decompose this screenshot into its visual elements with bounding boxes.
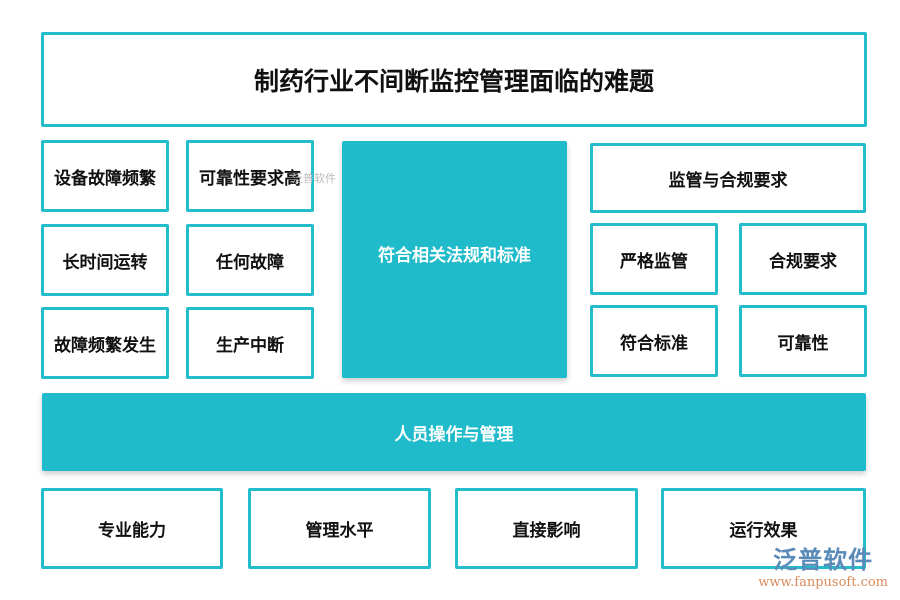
node-right-3: 符合标准 <box>590 305 718 377</box>
watermark-name: 泛普软件 <box>773 546 874 574</box>
node-left-4: 可靠性要求高 <box>186 140 314 212</box>
node-left-3: 故障频繁发生 <box>41 307 169 379</box>
center-node: 符合相关法规和标准 <box>342 141 567 378</box>
band-node: 人员操作与管理 <box>42 393 866 471</box>
node-bottom-3: 直接影响 <box>455 488 638 569</box>
faint-watermark: 泛普软件 <box>292 172 336 185</box>
node-right-4: 可靠性 <box>739 305 867 377</box>
node-bottom-1: 专业能力 <box>41 488 223 569</box>
node-left-5: 任何故障 <box>186 224 314 296</box>
node-bottom-4: 运行效果 <box>661 488 866 569</box>
node-bottom-2: 管理水平 <box>248 488 431 569</box>
node-left-6: 生产中断 <box>186 307 314 379</box>
page-title: 制药行业不间断监控管理面临的难题 <box>41 32 867 127</box>
node-right-2: 合规要求 <box>739 223 867 295</box>
watermark-logo: 泛普软件 www.fanpusoft.com <box>758 540 888 590</box>
node-left-2: 长时间运转 <box>41 224 169 296</box>
node-right-1: 严格监管 <box>590 223 718 295</box>
node-left-1: 设备故障频繁 <box>41 140 169 212</box>
right-header: 监管与合规要求 <box>590 143 866 213</box>
watermark-url: www.fanpusoft.com <box>758 575 888 590</box>
